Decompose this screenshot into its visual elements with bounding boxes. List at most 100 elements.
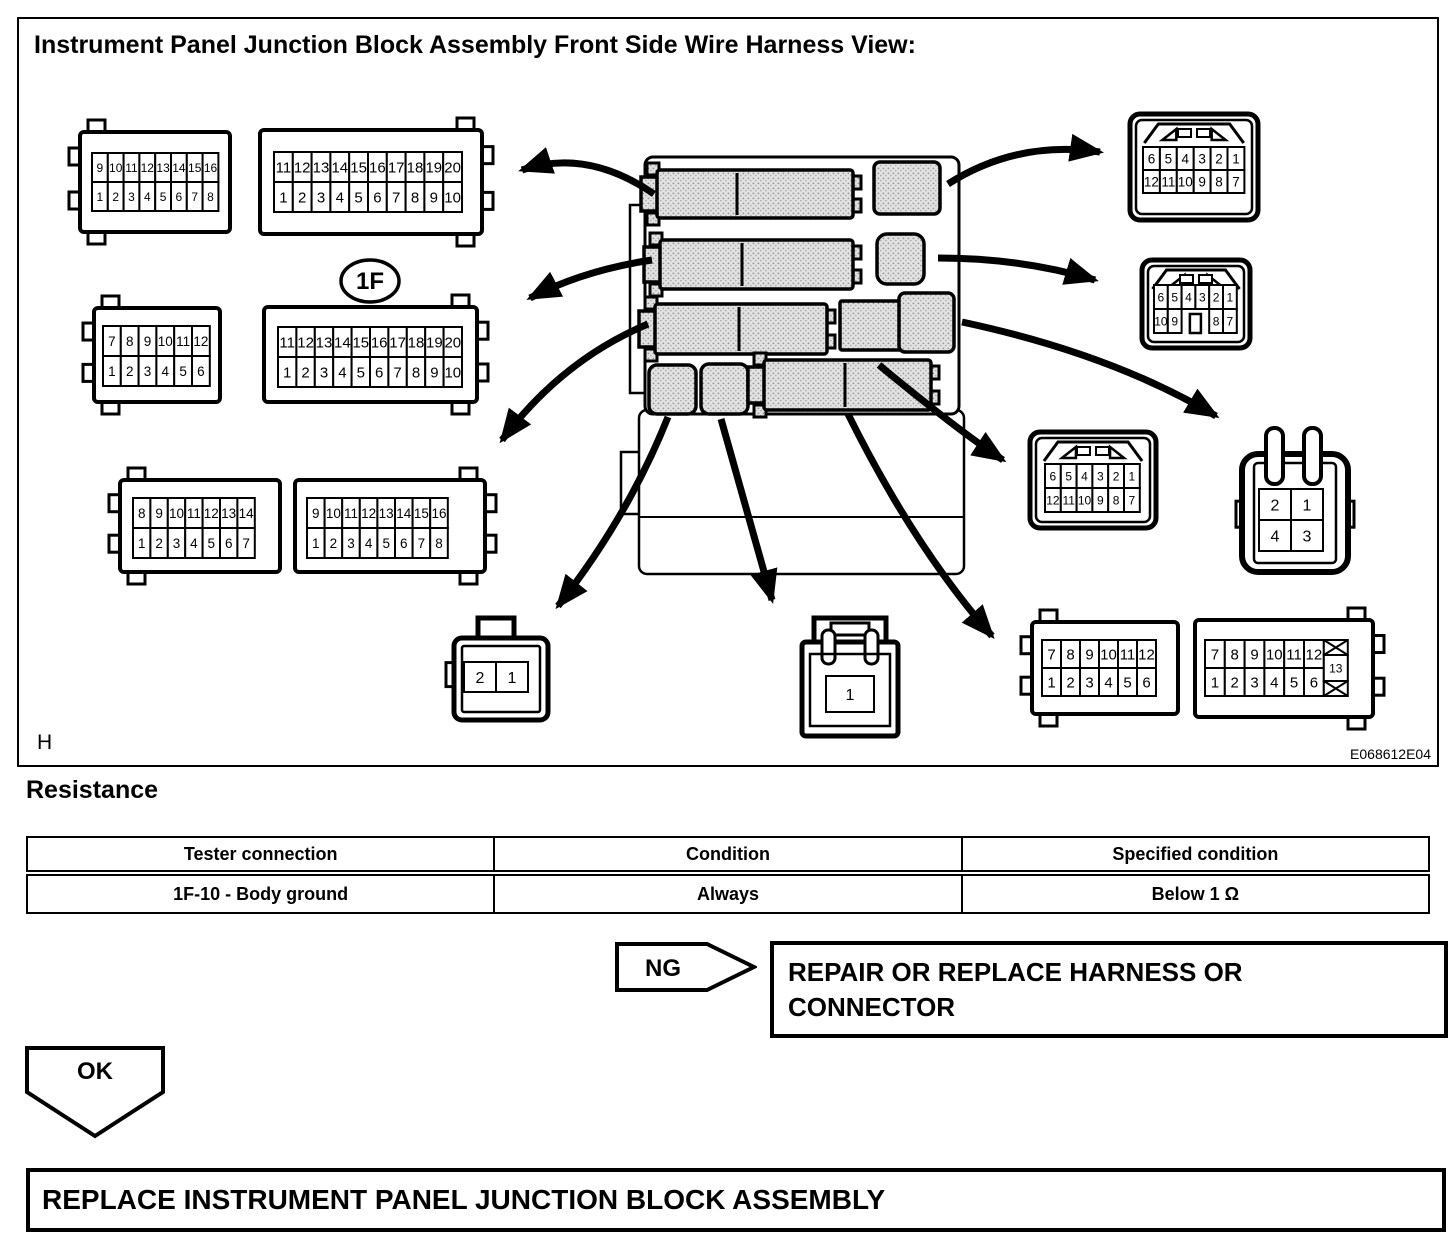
svg-text:7: 7 [418, 536, 426, 551]
svg-text:3: 3 [144, 364, 152, 379]
svg-text:1: 1 [846, 687, 855, 704]
svg-text:9: 9 [430, 364, 438, 381]
ng-result-line1: REPAIR OR REPLACE HARNESS OR [788, 956, 1243, 987]
svg-text:6: 6 [1148, 151, 1156, 166]
svg-text:15: 15 [350, 159, 367, 176]
svg-text:2: 2 [330, 536, 338, 551]
ok-pointer: OK [25, 1046, 165, 1139]
ng-pointer: NG [615, 942, 757, 992]
svg-text:3: 3 [1303, 528, 1312, 545]
svg-text:4: 4 [1185, 290, 1192, 304]
svg-text:8: 8 [138, 506, 146, 521]
svg-text:1: 1 [108, 364, 116, 379]
svg-text:8: 8 [1113, 493, 1120, 507]
svg-text:3: 3 [1250, 674, 1258, 691]
svg-text:9: 9 [155, 506, 163, 521]
svg-text:8: 8 [207, 190, 214, 204]
svg-text:10: 10 [1178, 174, 1193, 189]
svg-text:7: 7 [1232, 174, 1240, 189]
section-heading: Resistance [26, 776, 159, 804]
svg-text:13: 13 [1329, 662, 1343, 676]
svg-text:1: 1 [508, 670, 517, 687]
block-plug-4 [875, 232, 926, 286]
svg-text:3: 3 [128, 190, 135, 204]
svg-text:6: 6 [1142, 674, 1150, 691]
svg-text:6: 6 [1158, 290, 1165, 304]
block-plug-7 [897, 291, 956, 354]
svg-text:11: 11 [1062, 493, 1075, 507]
svg-text:3: 3 [1198, 151, 1206, 166]
arrow-row1-left [518, 147, 656, 197]
svg-text:4: 4 [1081, 469, 1088, 483]
svg-text:4: 4 [1181, 151, 1189, 166]
svg-text:4: 4 [1270, 674, 1278, 691]
svg-text:13: 13 [221, 506, 236, 521]
block-plug-10 [746, 351, 941, 419]
svg-text:10: 10 [444, 364, 461, 381]
svg-text:1: 1 [1211, 674, 1219, 691]
svg-text:9: 9 [1097, 493, 1104, 507]
svg-text:17: 17 [388, 159, 405, 176]
svg-text:8: 8 [411, 189, 419, 206]
svg-text:7: 7 [108, 334, 116, 349]
block-plug-3 [642, 231, 863, 298]
svg-text:11: 11 [1120, 646, 1136, 663]
svg-text:4: 4 [190, 536, 198, 551]
svg-text:7: 7 [1129, 493, 1136, 507]
svg-text:8: 8 [1215, 174, 1223, 189]
svg-text:2: 2 [1215, 151, 1223, 166]
svg-text:13: 13 [316, 334, 333, 351]
svg-text:5: 5 [1165, 151, 1173, 166]
arrow-row3-left [499, 320, 650, 444]
svg-text:8: 8 [435, 536, 443, 551]
svg-text:11: 11 [276, 159, 292, 176]
svg-text:1: 1 [1047, 674, 1055, 691]
svg-text:7: 7 [1047, 646, 1055, 663]
svg-text:17: 17 [389, 334, 406, 351]
svg-text:14: 14 [331, 159, 348, 176]
block-plug-2 [872, 160, 942, 216]
arrow-right-12pin-top [946, 133, 1104, 187]
svg-text:7: 7 [191, 190, 198, 204]
svg-text:1: 1 [279, 189, 287, 206]
svg-text:10: 10 [109, 161, 123, 175]
ok-label: OK [77, 1058, 114, 1085]
svg-text:20: 20 [444, 334, 461, 351]
svg-text:10: 10 [326, 506, 341, 521]
final-action-label: REPLACE INSTRUMENT PANEL JUNCTION BLOCK … [42, 1184, 886, 1215]
svg-text:2: 2 [1213, 290, 1220, 304]
arrow-row2-left [526, 256, 653, 302]
svg-text:4: 4 [144, 190, 151, 204]
svg-text:6: 6 [197, 364, 205, 379]
svg-text:1: 1 [97, 190, 104, 204]
svg-text:12: 12 [141, 161, 155, 175]
figure-doc-code: E068612E04 [1350, 746, 1431, 762]
svg-text:16: 16 [371, 334, 388, 351]
svg-text:18: 18 [407, 159, 424, 176]
svg-text:8: 8 [1231, 646, 1239, 663]
svg-text:6: 6 [176, 190, 183, 204]
svg-text:7: 7 [242, 536, 250, 551]
svg-text:11: 11 [1286, 646, 1302, 663]
ng-pointer-shape [615, 942, 757, 992]
cell-specified-condition: Below 1 Ω [960, 872, 1431, 914]
svg-text:12: 12 [1306, 646, 1323, 663]
svg-text:9: 9 [1198, 174, 1206, 189]
svg-text:12: 12 [193, 334, 208, 349]
svg-text:8: 8 [412, 364, 420, 381]
svg-text:5: 5 [1123, 674, 1131, 691]
svg-text:5: 5 [1065, 469, 1072, 483]
block-plug-8 [647, 363, 698, 416]
svg-text:6: 6 [1310, 674, 1318, 691]
svg-text:14: 14 [239, 506, 255, 521]
svg-text:1: 1 [1227, 290, 1234, 304]
ng-result-box: REPAIR OR REPLACE HARNESS OR CONNECTOR [770, 941, 1448, 1038]
